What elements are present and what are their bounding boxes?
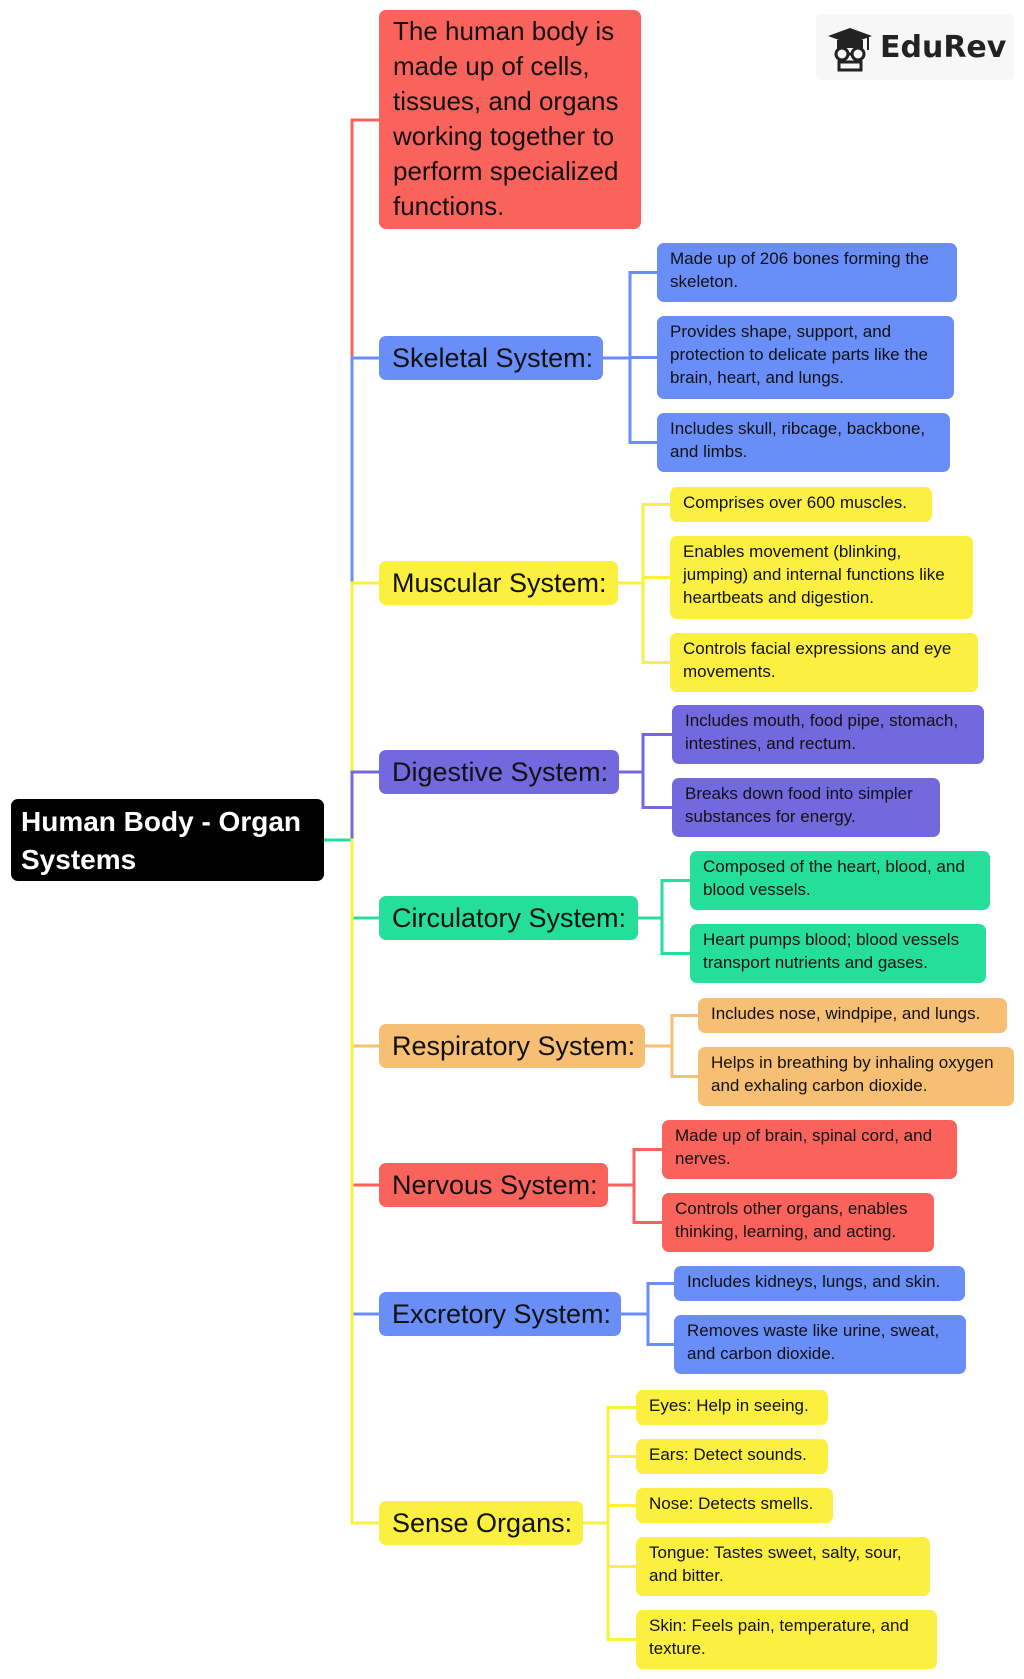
system-label: Excretory System:: [392, 1299, 612, 1329]
system-node-circulatory-system: Circulatory System:: [379, 896, 638, 940]
detail-text: Includes skull, ribcage, backbone, and l…: [670, 419, 926, 461]
detail-text: Breaks down food into simpler substances…: [685, 784, 913, 826]
detail-node: Comprises over 600 muscles.: [670, 487, 932, 522]
system-label: Circulatory System:: [392, 903, 627, 933]
detail-text: Enables movement (blinking, jumping) and…: [683, 542, 945, 607]
detail-text: Includes nose, windpipe, and lungs.: [711, 1004, 981, 1023]
detail-node: Controls other organs, enables thinking,…: [662, 1193, 934, 1252]
system-node-muscular-system: Muscular System:: [379, 561, 618, 605]
detail-text: Includes kidneys, lungs, and skin.: [687, 1272, 941, 1291]
detail-text: Composed of the heart, blood, and blood …: [703, 857, 965, 899]
detail-text: Comprises over 600 muscles.: [683, 493, 907, 512]
edurev-logo: EduRev: [816, 14, 1014, 80]
detail-text: Made up of 206 bones forming the skeleto…: [670, 249, 929, 291]
system-node-digestive-system: Digestive System:: [379, 750, 619, 794]
detail-node: Helps in breathing by inhaling oxygen an…: [698, 1047, 1014, 1106]
detail-text: Includes mouth, food pipe, stomach, inte…: [685, 711, 959, 753]
detail-text: Helps in breathing by inhaling oxygen an…: [711, 1053, 994, 1095]
detail-text: Skin: Feels pain, temperature, and textu…: [649, 1616, 909, 1658]
detail-text: Eyes: Help in seeing.: [649, 1396, 809, 1415]
detail-node: Enables movement (blinking, jumping) and…: [670, 536, 973, 619]
system-label: Skeletal System:: [392, 343, 594, 373]
system-node-respiratory-system: Respiratory System:: [379, 1024, 645, 1068]
system-label: Respiratory System:: [392, 1031, 636, 1061]
detail-node: Nose: Detects smells.: [636, 1488, 833, 1523]
detail-node: Composed of the heart, blood, and blood …: [690, 851, 990, 910]
detail-node: Skin: Feels pain, temperature, and textu…: [636, 1610, 937, 1669]
system-label: Digestive System:: [392, 757, 609, 787]
system-node-skeletal-system: Skeletal System:: [379, 336, 603, 380]
detail-text: Made up of brain, spinal cord, and nerve…: [675, 1126, 933, 1168]
detail-node: Breaks down food into simpler substances…: [672, 778, 940, 837]
detail-node: Made up of brain, spinal cord, and nerve…: [662, 1120, 957, 1179]
detail-node: Provides shape, support, and protection …: [657, 316, 954, 399]
detail-text: Controls other organs, enables thinking,…: [675, 1199, 908, 1241]
detail-text: Provides shape, support, and protection …: [670, 322, 928, 387]
system-label: Sense Organs:: [392, 1508, 573, 1538]
detail-text: Removes waste like urine, sweat, and car…: [687, 1321, 940, 1363]
detail-node: Made up of 206 bones forming the skeleto…: [657, 243, 957, 302]
system-node-excretory-system: Excretory System:: [379, 1292, 621, 1336]
brand-name: EduRev: [880, 30, 1007, 65]
detail-node: Includes nose, windpipe, and lungs.: [698, 998, 1007, 1033]
detail-node: Ears: Detect sounds.: [636, 1439, 828, 1474]
intro-topic-text: The human body is made up of cells, tiss…: [393, 16, 619, 221]
system-node-nervous-system: Nervous System:: [379, 1163, 608, 1207]
graduate-cap-logo-icon: [828, 28, 872, 72]
root-topic-label: Human Body - Organ Systems: [21, 806, 302, 875]
detail-text: Controls facial expressions and eye move…: [683, 639, 952, 681]
root-topic: Human Body - Organ Systems: [11, 799, 324, 881]
detail-node: Tongue: Tastes sweet, salty, sour, and b…: [636, 1537, 930, 1596]
detail-node: Heart pumps blood; blood vessels transpo…: [690, 924, 986, 983]
detail-text: Ears: Detect sounds.: [649, 1445, 807, 1464]
detail-node: Controls facial expressions and eye move…: [670, 633, 978, 692]
system-label: Nervous System:: [392, 1170, 598, 1200]
system-node-sense-organs: Sense Organs:: [379, 1501, 583, 1545]
system-label: Muscular System:: [392, 568, 607, 598]
intro-topic: The human body is made up of cells, tiss…: [379, 10, 641, 229]
detail-node: Includes skull, ribcage, backbone, and l…: [657, 413, 950, 472]
detail-text: Tongue: Tastes sweet, salty, sour, and b…: [649, 1543, 902, 1585]
detail-text: Heart pumps blood; blood vessels transpo…: [703, 930, 960, 972]
detail-text: Nose: Detects smells.: [649, 1494, 814, 1513]
detail-node: Includes mouth, food pipe, stomach, inte…: [672, 705, 984, 764]
detail-node: Includes kidneys, lungs, and skin.: [674, 1266, 965, 1301]
detail-node: Removes waste like urine, sweat, and car…: [674, 1315, 966, 1374]
detail-node: Eyes: Help in seeing.: [636, 1390, 828, 1425]
